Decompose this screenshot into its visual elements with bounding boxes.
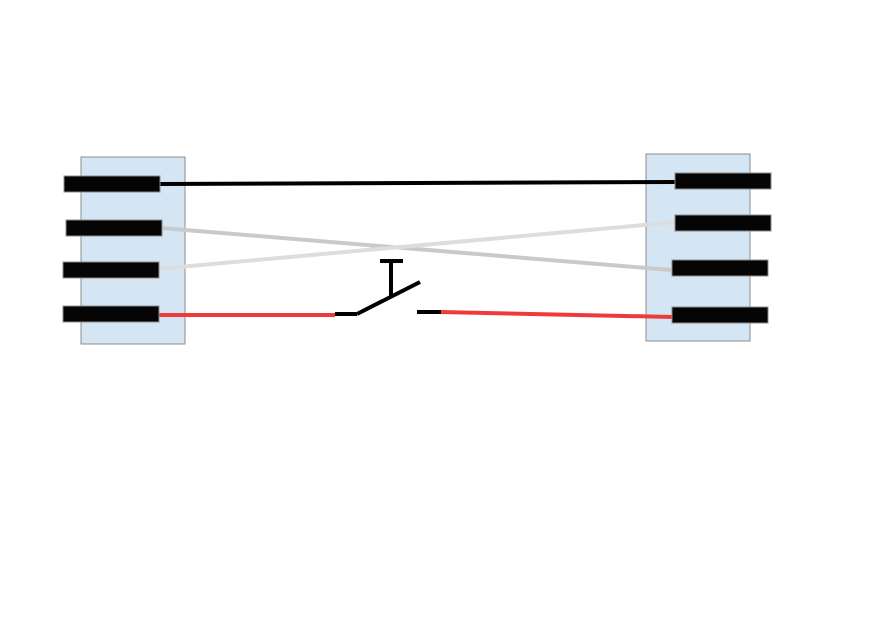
left-pin-4 [62, 305, 160, 323]
wire-red-right-segment [439, 310, 674, 319]
wire-gray [160, 226, 672, 272]
wires [156, 180, 678, 319]
right-pin-1 [674, 172, 772, 190]
right-pin-2 [674, 214, 772, 232]
right-pin-4 [671, 306, 769, 324]
right-pin-3 [671, 259, 769, 277]
left-pin-1 [63, 175, 161, 193]
switch-contact-arm [356, 280, 421, 316]
left-pin-3 [62, 261, 160, 279]
left-pin-2 [65, 219, 163, 237]
wire-light-gray [156, 220, 678, 271]
left-connector-pins [62, 175, 163, 323]
right-connector-pins [671, 172, 772, 324]
push-button-switch [335, 259, 441, 316]
wire-black [157, 180, 678, 186]
